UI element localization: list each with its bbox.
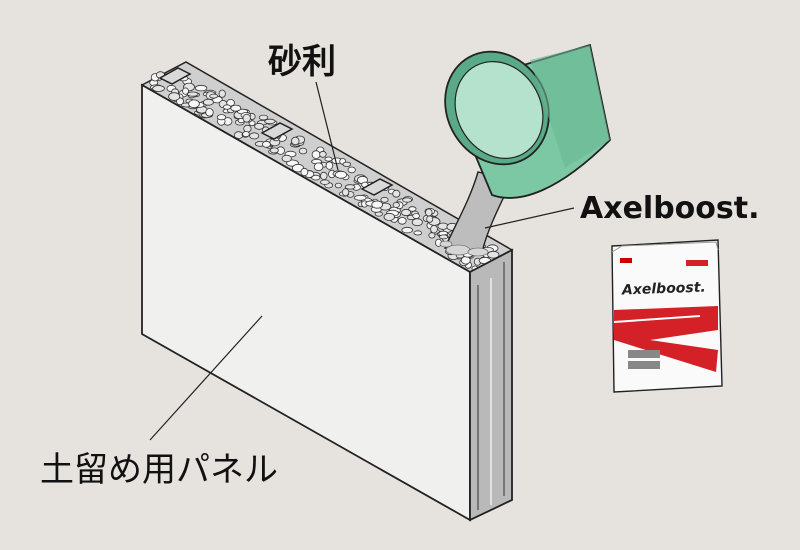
gravel-stone bbox=[334, 170, 348, 179]
gravel-stone bbox=[408, 206, 417, 212]
gravel-stone bbox=[242, 113, 251, 123]
gravel-stone bbox=[413, 230, 423, 236]
gravel-stone bbox=[344, 184, 356, 190]
gravel-stone bbox=[254, 122, 265, 130]
gravel-stone bbox=[216, 114, 227, 121]
gravel-stone bbox=[261, 140, 271, 148]
gravel-stone bbox=[460, 256, 471, 265]
gravel-stone bbox=[401, 226, 413, 234]
gravel-stone bbox=[487, 250, 500, 259]
gravel-stone bbox=[298, 147, 308, 155]
gravel-stone bbox=[269, 147, 279, 154]
gravel-stone bbox=[334, 182, 342, 189]
gravel-stone bbox=[320, 171, 328, 180]
gravel-stone bbox=[325, 161, 334, 170]
gravel-stone bbox=[428, 232, 436, 239]
gravel-stone bbox=[300, 167, 309, 177]
gravel-stone bbox=[324, 156, 333, 162]
bag-brand-text: Axelboost. bbox=[621, 279, 707, 299]
gravel-stone bbox=[342, 161, 352, 167]
gravel-stone bbox=[182, 87, 189, 95]
gravel-label: 砂利 bbox=[268, 42, 336, 82]
gravel-stone bbox=[249, 132, 260, 140]
gravel-stone bbox=[311, 150, 321, 159]
panel-side bbox=[469, 248, 513, 522]
gravel-stone bbox=[402, 197, 413, 203]
gravel-stone bbox=[243, 124, 252, 133]
gravel-stone bbox=[168, 92, 181, 101]
gravel-stone bbox=[430, 224, 438, 234]
gravel-stone bbox=[202, 98, 214, 106]
gravel-stone bbox=[218, 89, 226, 98]
gravel-stone bbox=[264, 118, 276, 125]
gravel-stone bbox=[397, 217, 407, 225]
panel-label: 土留め用パネル bbox=[40, 450, 278, 490]
gravel-stone bbox=[319, 150, 327, 158]
bag-red-stripe bbox=[614, 306, 718, 372]
panel-dividers bbox=[158, 67, 394, 196]
gravel-stone bbox=[347, 166, 356, 174]
leader-lines bbox=[149, 81, 575, 441]
gravel-stone bbox=[222, 104, 232, 110]
gravel-stone bbox=[209, 93, 219, 99]
gravel-stone bbox=[242, 131, 250, 138]
gravel-stone bbox=[412, 213, 420, 219]
bucket bbox=[444, 43, 611, 199]
gravel-stone bbox=[186, 91, 199, 97]
powder-splash bbox=[439, 240, 489, 257]
gravel-stone bbox=[341, 188, 350, 197]
gravel-stone bbox=[371, 200, 384, 209]
gravel-stone bbox=[392, 202, 400, 208]
gravel-stone bbox=[426, 215, 434, 223]
gravel-stone bbox=[353, 194, 367, 201]
gravel-stone bbox=[194, 84, 208, 92]
gravel-stone bbox=[401, 208, 412, 217]
product-label: Axelboost. bbox=[580, 191, 760, 226]
gravel-stone bbox=[311, 174, 321, 181]
gravel-stone bbox=[320, 179, 330, 185]
gravel-stone bbox=[205, 108, 214, 117]
gravel-stone bbox=[313, 162, 324, 172]
gravel-stone bbox=[281, 154, 292, 163]
product-bag bbox=[611, 239, 723, 393]
gravel-stone bbox=[152, 85, 165, 92]
gravel-stone bbox=[291, 136, 300, 146]
gravel-stone bbox=[380, 196, 389, 203]
gravel-stone bbox=[230, 104, 242, 112]
gravel-stone bbox=[425, 208, 433, 217]
gravel-stone bbox=[438, 234, 449, 240]
gravel-stone bbox=[188, 99, 200, 109]
gravel-stone bbox=[258, 114, 269, 121]
gravel-stone bbox=[383, 212, 396, 221]
gravel-stone bbox=[392, 189, 401, 198]
